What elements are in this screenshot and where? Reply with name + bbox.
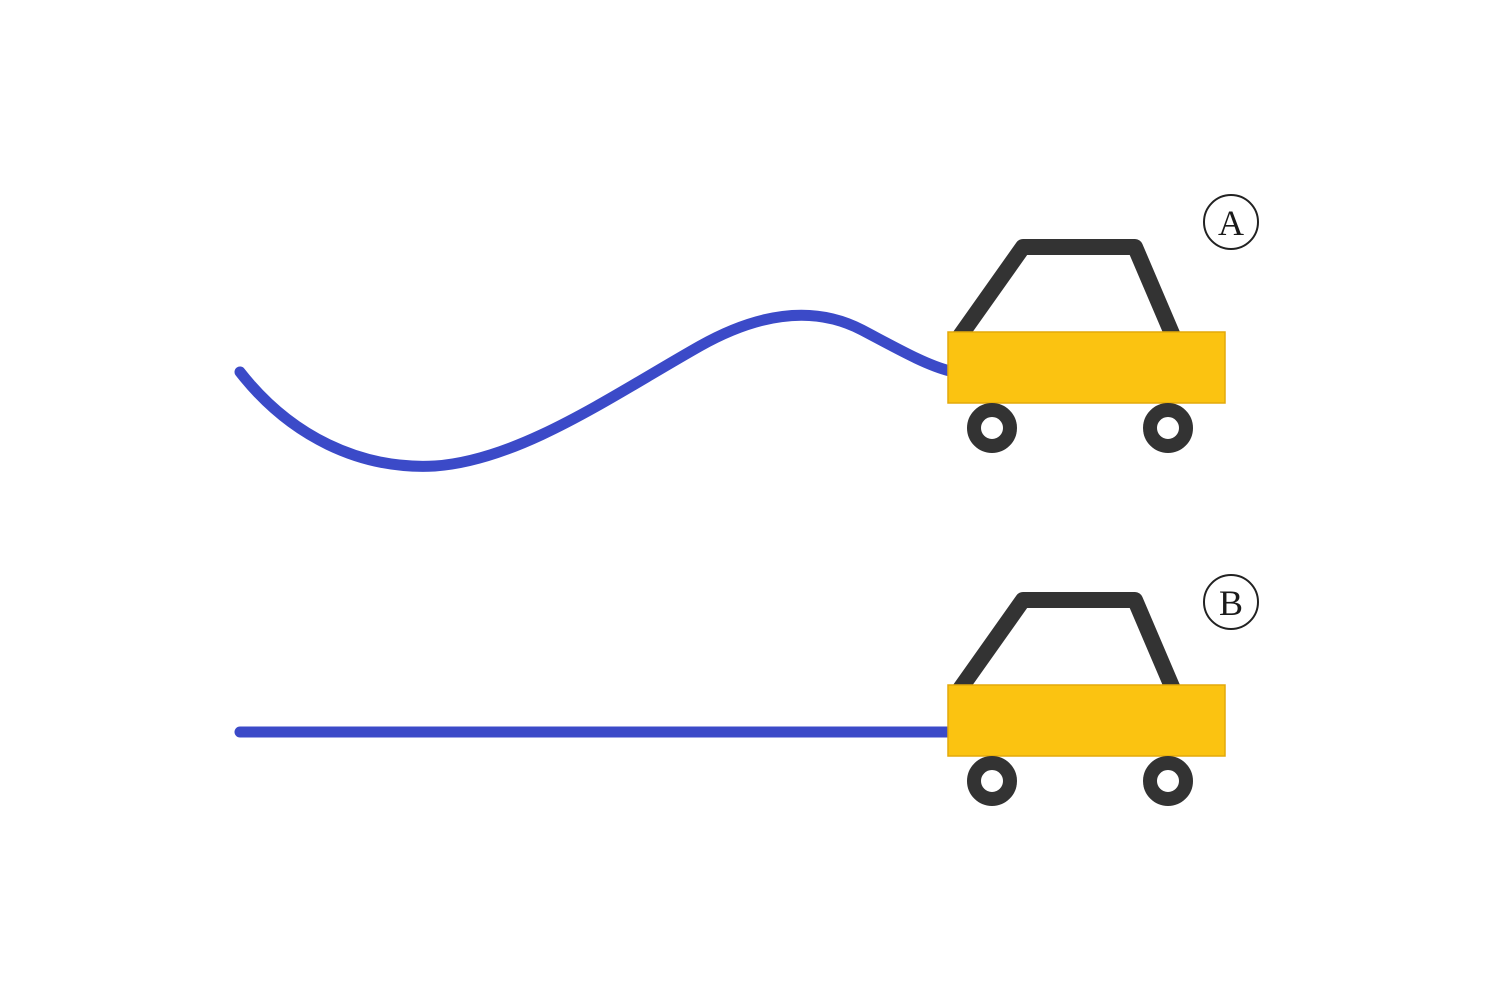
car-a-wheel-left-icon [967, 403, 1017, 453]
scenario-a: A [234, 194, 1259, 472]
label-b-circle [1203, 574, 1259, 630]
car-a-body [947, 331, 1226, 404]
car-a [947, 239, 1226, 453]
label-a-circle [1203, 194, 1259, 250]
label-b-text: B [1219, 583, 1243, 623]
car-a-wheel-right-icon [1143, 403, 1193, 453]
car-a-roof-icon [953, 239, 1181, 341]
label-badge-a: A [1203, 194, 1259, 250]
label-badge-b: B [1203, 574, 1259, 630]
scenario-b: B [234, 574, 1259, 806]
car-b [947, 592, 1226, 806]
label-a-text: A [1218, 203, 1244, 243]
car-b-wheel-left-icon [967, 756, 1017, 806]
car-b-wheel-right-icon [1143, 756, 1193, 806]
car-b-body [947, 684, 1226, 757]
wavy-path-a [234, 309, 956, 472]
car-b-roof-icon [953, 592, 1181, 694]
